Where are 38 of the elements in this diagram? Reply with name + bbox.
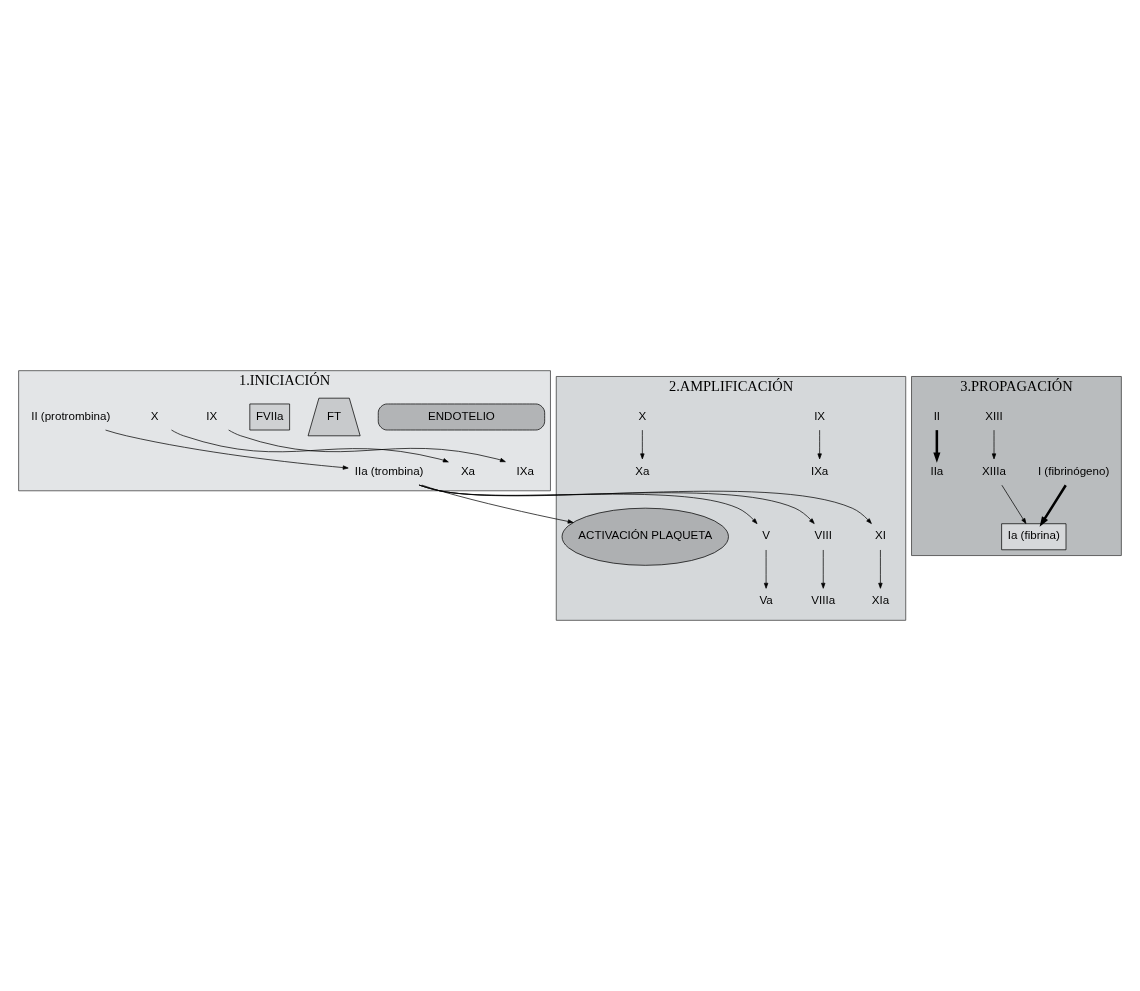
- node-text: X: [150, 409, 159, 422]
- arrow: [1039, 484, 1067, 527]
- arrow: [991, 429, 997, 460]
- node-box: ENDOTELIO: [377, 403, 546, 431]
- node-text: IX: [206, 409, 218, 422]
- arrow: [1001, 484, 1027, 524]
- node-text: V: [762, 529, 770, 542]
- node-ellipse: ACTIVACIÓN PLAQUETA: [561, 507, 729, 566]
- node-text: Va: [759, 594, 773, 607]
- arrow: [421, 484, 574, 524]
- arrow: [763, 549, 769, 589]
- node-text: IXa: [516, 464, 534, 477]
- arrow: [171, 429, 449, 463]
- arrow: [228, 429, 506, 463]
- node-text: I (fibrinógeno): [1037, 464, 1110, 477]
- node-text: XI: [874, 529, 886, 542]
- node-text: IXa: [810, 464, 829, 477]
- node-text: XIIIa: [982, 464, 1006, 477]
- arrow: [105, 429, 349, 470]
- node-text: VIII: [814, 529, 832, 542]
- node-text: IX: [814, 409, 826, 422]
- node-text: VIIIa: [811, 594, 836, 607]
- node-text: II: [933, 409, 941, 422]
- node-text: Xa: [635, 464, 650, 477]
- node-text: II (protrombina): [31, 409, 111, 422]
- arrow: [821, 549, 826, 589]
- node-text: IIa (trombina): [354, 464, 424, 477]
- node-box: Ia (fibrina): [1001, 523, 1067, 551]
- arrow: [933, 430, 941, 463]
- node-text: XIa: [871, 594, 890, 607]
- node-text: XIII: [985, 409, 1003, 422]
- node-text: X: [638, 409, 647, 422]
- arrow: [878, 549, 883, 589]
- arrow: [640, 429, 645, 460]
- arrow: [817, 429, 822, 460]
- node-box: FVIIa: [249, 403, 290, 431]
- node-text: IIa: [930, 464, 944, 477]
- node-text: Xa: [460, 464, 476, 477]
